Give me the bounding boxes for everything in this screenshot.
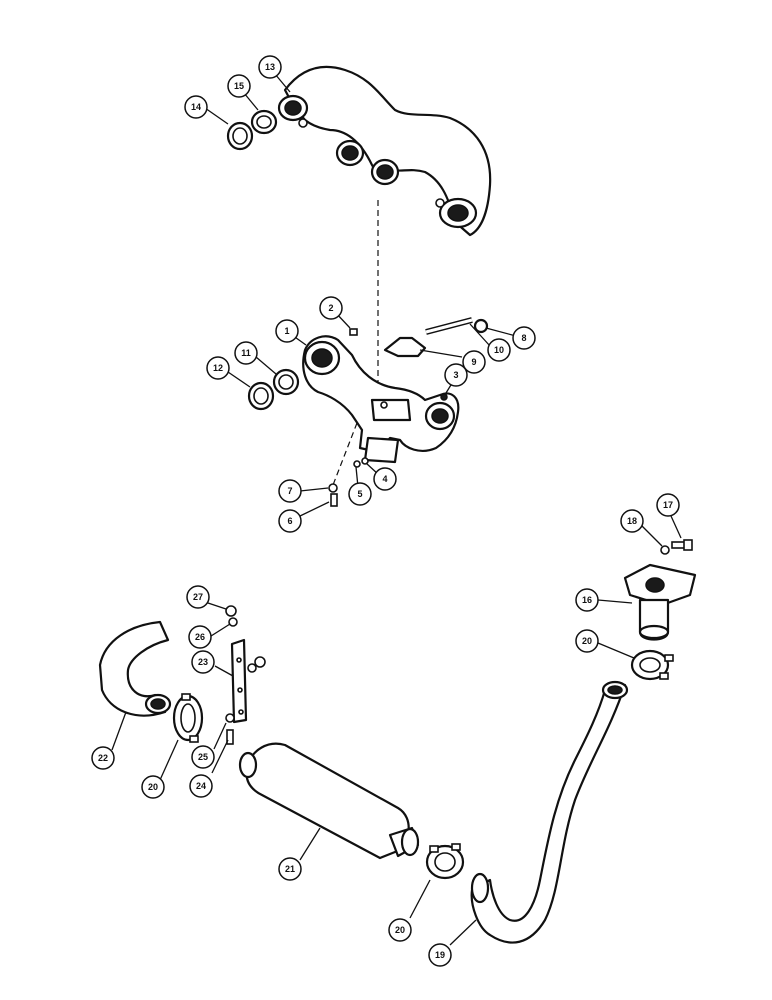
svg-text:23: 23 bbox=[198, 657, 208, 667]
pipe-clamp-right bbox=[630, 649, 674, 681]
callout-15: 15 bbox=[227, 74, 251, 98]
callout-17: 17 bbox=[656, 493, 680, 517]
callout-20-right: 20 bbox=[575, 629, 599, 653]
callout-23: 23 bbox=[191, 650, 215, 674]
pipe-clamp-bottom bbox=[425, 843, 465, 880]
callout-26: 26 bbox=[188, 625, 212, 649]
callout-27: 27 bbox=[186, 585, 210, 609]
svg-text:18: 18 bbox=[627, 516, 637, 526]
svg-text:27: 27 bbox=[193, 592, 203, 602]
exhaust-elbow-adapter bbox=[302, 335, 460, 464]
callout-24: 24 bbox=[189, 774, 213, 798]
svg-text:6: 6 bbox=[287, 516, 292, 526]
callout-2: 2 bbox=[319, 296, 343, 320]
svg-text:1: 1 bbox=[284, 326, 289, 336]
washer-4 bbox=[361, 457, 369, 465]
washer-25 bbox=[225, 713, 235, 723]
svg-text:20: 20 bbox=[582, 636, 592, 646]
sleeve-ring-15 bbox=[250, 109, 278, 135]
svg-text:24: 24 bbox=[196, 781, 206, 791]
svg-text:20: 20 bbox=[148, 782, 158, 792]
svg-text:20: 20 bbox=[395, 925, 405, 935]
washer-7 bbox=[328, 483, 338, 493]
nut-8 bbox=[473, 318, 489, 334]
seal-ring-12 bbox=[247, 381, 275, 411]
sleeve-ring-11 bbox=[272, 368, 300, 396]
exhaust-manifold bbox=[277, 65, 492, 237]
callout-20-left: 20 bbox=[141, 775, 165, 799]
callout-11: 11 bbox=[234, 341, 258, 365]
svg-text:9: 9 bbox=[471, 357, 476, 367]
svg-text:11: 11 bbox=[241, 348, 251, 358]
callout-16: 16 bbox=[575, 588, 599, 612]
callout-5: 5 bbox=[348, 482, 372, 506]
callout-4: 4 bbox=[373, 467, 397, 491]
svg-text:3: 3 bbox=[453, 370, 458, 380]
svg-text:13: 13 bbox=[265, 62, 275, 72]
alignment-line-lower bbox=[332, 422, 358, 486]
svg-text:16: 16 bbox=[582, 595, 592, 605]
seal-ring-14 bbox=[226, 121, 254, 151]
callout-6: 6 bbox=[278, 509, 302, 533]
pipe-clamp-left bbox=[172, 693, 204, 743]
callout-8: 8 bbox=[512, 326, 536, 350]
bolt-24 bbox=[226, 729, 234, 745]
callout-25: 25 bbox=[191, 745, 215, 769]
svg-text:5: 5 bbox=[357, 489, 362, 499]
svg-text:25: 25 bbox=[198, 752, 208, 762]
callout-13: 13 bbox=[258, 55, 282, 79]
callout-20-bottom: 20 bbox=[388, 918, 412, 942]
flange-pipe bbox=[623, 563, 697, 641]
bolt-6 bbox=[330, 493, 338, 507]
callout-7: 7 bbox=[278, 479, 302, 503]
exhaust-pipe bbox=[470, 680, 629, 944]
callout-18: 18 bbox=[620, 509, 644, 533]
svg-text:26: 26 bbox=[195, 632, 205, 642]
muffler bbox=[238, 742, 420, 860]
callout-1: 1 bbox=[275, 319, 299, 343]
svg-text:22: 22 bbox=[98, 753, 108, 763]
pipe-plug-2 bbox=[349, 328, 358, 336]
callout-19: 19 bbox=[428, 943, 452, 967]
callout-3: 3 bbox=[444, 363, 468, 387]
nut-5 bbox=[353, 460, 361, 468]
svg-text:19: 19 bbox=[435, 950, 445, 960]
svg-text:4: 4 bbox=[382, 474, 387, 484]
svg-text:21: 21 bbox=[285, 864, 295, 874]
svg-text:12: 12 bbox=[213, 363, 223, 373]
callout-12: 12 bbox=[206, 356, 230, 380]
callout-14: 14 bbox=[184, 95, 208, 119]
svg-text:7: 7 bbox=[287, 486, 292, 496]
callout-21: 21 bbox=[278, 857, 302, 881]
callout-9: 9 bbox=[462, 350, 486, 374]
clamp-plate bbox=[383, 336, 427, 358]
svg-text:17: 17 bbox=[663, 500, 673, 510]
stud bbox=[425, 317, 473, 335]
svg-text:15: 15 bbox=[234, 81, 244, 91]
callout-10: 10 bbox=[487, 338, 511, 362]
tail-pipe bbox=[98, 620, 172, 717]
nut-side-2 bbox=[247, 663, 257, 673]
washer-26 bbox=[228, 617, 238, 627]
svg-text:14: 14 bbox=[191, 102, 201, 112]
nut-side bbox=[254, 656, 266, 668]
washer-18 bbox=[660, 545, 670, 555]
muffler-bracket bbox=[230, 638, 248, 724]
leader-lines bbox=[111, 73, 682, 946]
svg-text:2: 2 bbox=[328, 303, 333, 313]
pipe-plug-3 bbox=[440, 393, 448, 401]
svg-text:8: 8 bbox=[521, 333, 526, 343]
svg-text:10: 10 bbox=[494, 345, 504, 355]
callout-22: 22 bbox=[91, 746, 115, 770]
nut-27 bbox=[225, 605, 237, 617]
bolt-17 bbox=[671, 539, 693, 551]
